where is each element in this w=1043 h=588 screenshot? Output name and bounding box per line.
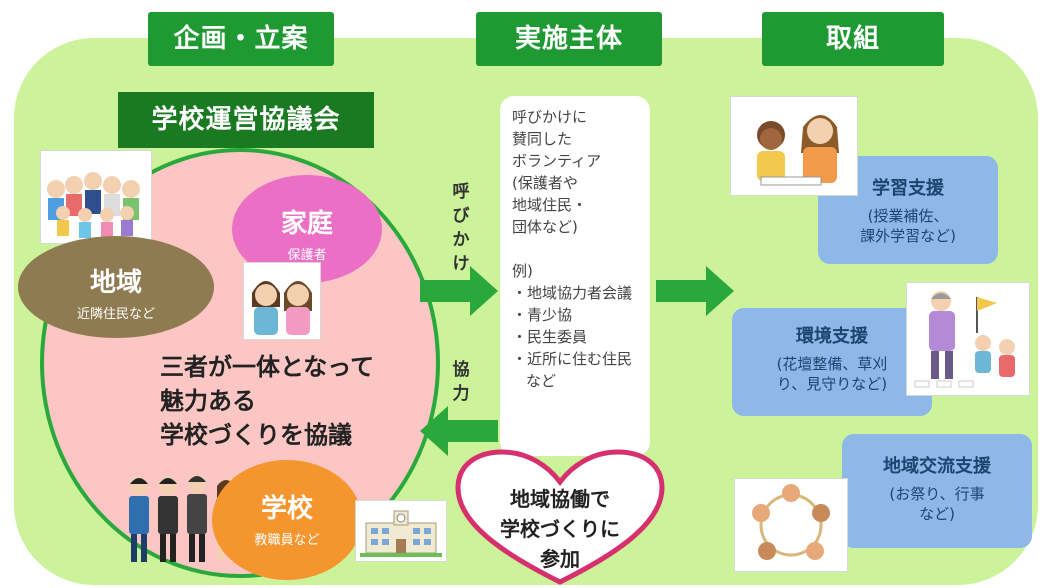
crossing-guard-illustration [906,282,1030,396]
council-description-line: 三者が一体となって [160,353,375,381]
arrow-cooperate [420,406,498,456]
heart-line: 学校づくりに [500,517,620,541]
example-item: ・地域協力者会議 [512,284,633,302]
arrow-call-text: 呼びかけ [452,182,470,274]
circle-of-people-illustration [734,478,848,572]
council-description-line: 学校づくりを協議 [160,421,352,449]
region-sub: 近隣住民など [76,307,155,322]
volunteer-line: 地域住民・ [512,196,588,214]
activity-sub: 課外学習など) [860,227,956,245]
arrow-cooperate-text: 協力 [452,360,470,404]
example-item: ・民生委員 [512,328,588,346]
activity-environment-support: 環境支援 (花壇整備、草刈 り、見守りなど) [732,308,932,416]
example-item: ・近所に住む住民など [512,350,633,390]
heart-line: 地域協働で [510,487,610,511]
activity-sub: (花壇整備、草刈 [776,355,888,373]
activity-sub: (授業補佐、 [867,207,949,225]
community-people-illustration [40,150,152,244]
header-actor: 実施主体 [476,12,662,66]
volunteer-line: (保護者や [512,174,578,192]
volunteer-line: 呼びかけに [512,108,588,126]
family-title: 家庭 [280,209,333,239]
example-label: 例) [512,262,533,280]
region-group: 地域 近隣住民など [18,236,214,338]
volunteer-line: 賛同した [512,130,573,148]
volunteer-line: 団体など) [512,218,578,236]
arrow-call [420,266,498,316]
activity-community-exchange-support: 地域交流支援 (お祭り、行事 など) [842,434,1032,548]
volunteer-line: ボランティア [512,152,602,170]
header-plan: 企画・立案 [148,12,334,66]
family-sub: 保護者 [287,248,327,263]
arrow-to-activities [656,266,734,316]
activity-title: 学習支援 [872,178,944,199]
council-description-line: 魅力ある [160,387,256,415]
heart-line: 参加 [540,547,580,571]
heart-text: 地域協働で 学校づくりに 参加 [470,484,650,574]
school-building-illustration [355,500,447,562]
region-title: 地域 [89,268,142,298]
volunteer-box: 呼びかけに 賛同した ボランティア (保護者や 地域住民・ 団体など) 例) ・… [500,96,650,456]
school-group: 学校 教職員など [212,460,362,580]
activity-sub: り、見守りなど) [776,375,888,393]
parents-illustration [243,262,321,340]
arrow-call-label: 呼びかけ [451,180,471,276]
header-activity: 取組 [762,12,944,66]
arrow-cooperate-label: 協力 [451,358,471,406]
school-sub: 教職員など [254,533,320,548]
activity-title: 地域交流支援 [883,456,991,477]
activity-title: 環境支援 [796,326,868,347]
activity-sub: (お祭り、行事 [889,485,985,503]
tutoring-illustration [730,96,858,196]
council-label: 学校運営協議会 [118,92,374,148]
council-description: 三者が一体となって 魅力ある 学校づくりを協議 [160,350,374,452]
school-title: 学校 [260,494,313,524]
activity-sub: など) [919,505,955,523]
heart-shape [455,449,665,585]
example-item: ・青少協 [512,306,573,324]
